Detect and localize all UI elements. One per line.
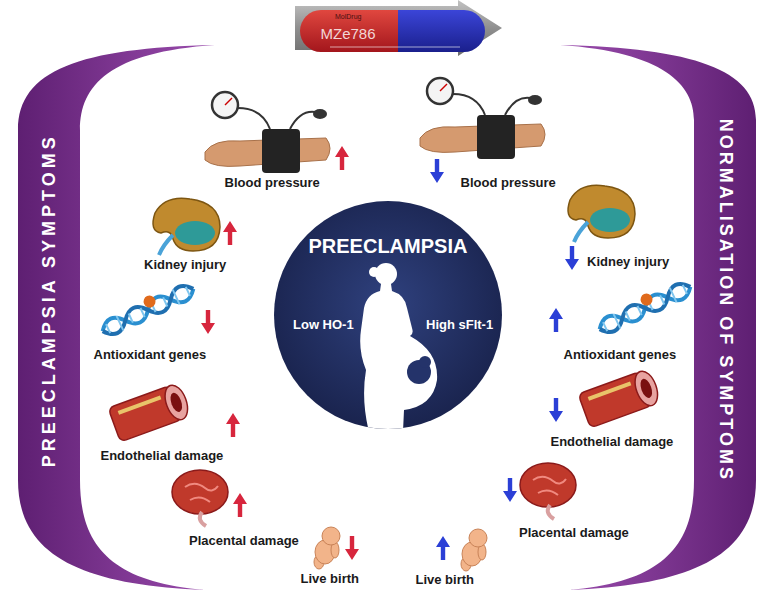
placenta-icon xyxy=(520,463,576,519)
marker-label: High sFlt-1 xyxy=(426,318,493,333)
symptoms-band: PREECLAMPSIA SYMPTOMS xyxy=(0,0,230,591)
symptom-label: Endothelial damage xyxy=(101,449,224,464)
down-arrow xyxy=(201,310,215,334)
placenta-icon xyxy=(172,470,228,526)
up-arrow xyxy=(233,493,247,517)
purple-band xyxy=(0,0,230,591)
symptom-label: Antioxidant genes xyxy=(564,348,677,363)
drug-capsule-node: MolDrugMZe786 xyxy=(290,0,505,62)
baby-icon xyxy=(314,527,340,569)
marker-label: Low HO-1 xyxy=(293,318,354,333)
normalisation-band: NORMALISATION OF SYMPTOMS xyxy=(544,0,774,591)
down-arrow xyxy=(565,246,579,270)
up-arrow xyxy=(226,413,240,437)
symptom-label: Blood pressure xyxy=(461,176,556,191)
dna-icon xyxy=(594,275,694,336)
band-title: NORMALISATION OF SYMPTOMS xyxy=(715,118,736,481)
down-arrow xyxy=(345,536,359,560)
symptom-label: Live birth xyxy=(301,572,360,587)
symptom-label: Placental damage xyxy=(519,526,629,541)
purple-band xyxy=(544,0,774,591)
down-arrow xyxy=(503,478,517,502)
up-arrow xyxy=(436,536,450,560)
drug-name: MZe786 xyxy=(321,25,376,42)
kidney-icon xyxy=(568,185,635,242)
up-arrow xyxy=(549,308,563,332)
band-title: PREECLAMPSIA SYMPTOMS xyxy=(39,133,60,467)
up-arrow xyxy=(223,221,237,245)
dna-icon xyxy=(97,277,197,338)
blood-pressure-icon xyxy=(420,78,545,159)
down-arrow xyxy=(430,159,444,183)
up-arrow xyxy=(335,146,349,170)
blood-pressure-icon xyxy=(205,92,330,173)
symptom-label: Kidney injury xyxy=(144,258,226,273)
symptom-label: Antioxidant genes xyxy=(94,348,207,363)
drug-brand: MolDrug xyxy=(335,13,361,21)
symptom-label: Kidney injury xyxy=(587,255,669,270)
down-arrow xyxy=(549,398,563,422)
artery-icon xyxy=(108,382,192,442)
symptom-label: Endothelial damage xyxy=(551,435,674,450)
kidney-icon xyxy=(153,198,220,255)
artery-icon xyxy=(578,368,662,428)
baby-icon xyxy=(461,529,487,571)
symptom-label: Live birth xyxy=(416,573,475,588)
preeclampsia-circle: PREECLAMPSIA Low HO-1 High sFlt-1 xyxy=(273,200,503,430)
symptom-label: Blood pressure xyxy=(225,176,320,191)
circle-title: PREECLAMPSIA xyxy=(309,235,468,258)
symptom-label: Placental damage xyxy=(189,534,299,549)
